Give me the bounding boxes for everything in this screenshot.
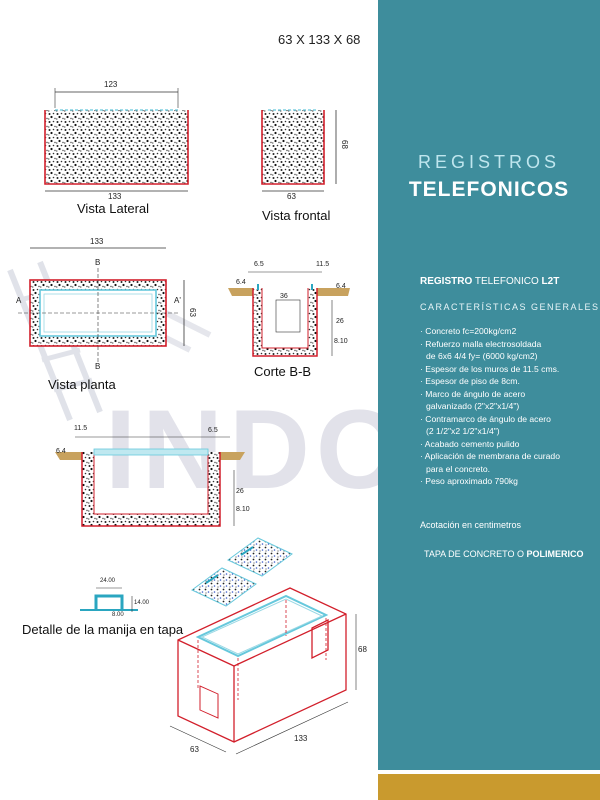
corte-aa-dim-d: 8.10	[236, 506, 250, 513]
feature-item: · Marco de ángulo de acero	[420, 388, 526, 399]
isometrico-drawing	[169, 587, 357, 755]
caracteristicas-heading: CARACTERÍSTICAS GENERALES	[420, 302, 600, 312]
vista-lateral-drawing	[44, 88, 189, 192]
title-line1: REGISTROS	[417, 152, 560, 172]
manija-dim-a: 24.00	[100, 578, 116, 584]
lateral-dim-top: 123	[104, 80, 118, 89]
tapa-note: TAPA DE CONCRETO O POLIMERICO	[424, 549, 584, 559]
planta-mark-a: A	[16, 296, 22, 305]
corte-bb-dim-g: 6.4	[336, 283, 346, 290]
title-line2: TELEFONICOS	[408, 178, 570, 201]
corte-aa-dim-b: 6.5	[208, 427, 218, 434]
feature-item: de 6x6 4/4 fy= (6000 kg/cm2)	[426, 351, 538, 361]
manija-drawing	[80, 587, 138, 612]
frontal-dim-side: 68	[339, 140, 349, 149]
planta-mark-b-bottom: B	[95, 362, 101, 371]
iso-dim-width: 63	[190, 745, 199, 754]
feature-item: para el concreto.	[426, 463, 491, 474]
lateral-dim-bottom: 133	[108, 192, 122, 201]
registro-label: REGISTRO	[420, 276, 473, 287]
corte-aa-dim-e: 6.4	[56, 448, 66, 455]
manija-label: Detalle de la manija en tapa	[22, 622, 184, 637]
planta-mark-a2: A'	[174, 296, 181, 305]
acotacion-note: Acotación en centimetros	[420, 520, 522, 530]
manija-dim-c: 8.00	[112, 612, 124, 618]
technical-drawings	[7, 88, 357, 755]
vista-planta-drawing	[18, 247, 185, 362]
feature-item: · Peso aproximado 790kg	[420, 476, 518, 486]
feature-item: (2 1/2"x2 1/2"x1/4")	[426, 426, 500, 436]
corte-aa-dim-c: 26	[236, 488, 244, 495]
corte-bb-dim-d: 26	[336, 318, 344, 325]
iso-dim-length: 133	[294, 734, 308, 743]
manija-dim-b: 14.00	[134, 600, 150, 606]
tapa-prefix: TAPA DE CONCRETO O	[424, 549, 525, 559]
feature-item: · Contramarco de ángulo de acero	[420, 413, 551, 424]
corte-bb-dim-b: 11.5	[316, 261, 330, 268]
drawings-panel: INDOCE 63 X 133 X 68	[7, 32, 378, 755]
corte-aa-dim-a: 11.5	[74, 425, 88, 432]
features-list: · Concreto fc=200kg/cm2 · Refuerzo malla…	[420, 325, 590, 488]
planta-dim-top: 133	[90, 237, 104, 246]
vista-planta-label: Vista planta	[48, 377, 116, 392]
vista-lateral-label: Vista Lateral	[77, 201, 150, 216]
iso-dim-height: 68	[358, 645, 367, 654]
corte-bb-dim-e: 8.10	[334, 338, 348, 345]
overall-dimensions: 63 X 133 X 68	[278, 32, 361, 47]
feature-item: · Concreto fc=200kg/cm2	[420, 326, 517, 336]
vista-frontal-label: Vista frontal	[262, 208, 331, 223]
feature-item: galvanizado (2"x2"x1/4")	[426, 401, 520, 411]
corte-bb-dim-c: 36	[280, 293, 288, 300]
frontal-dim-bottom: 63	[287, 192, 296, 201]
feature-item: · Refuerzo malla electrosoldada	[420, 338, 542, 349]
feature-item: · Espesor de piso de 8cm.	[420, 376, 520, 386]
tapa-bold: POLIMERICO	[526, 549, 584, 559]
planta-dim-side: 63	[187, 308, 197, 317]
gold-band	[378, 774, 600, 800]
feature-item: · Aplicación de membrana de curado	[420, 451, 560, 461]
info-sidebar: REGISTROS TELEFONICOS REGISTRO TELEFONIC…	[378, 0, 600, 800]
registro-code: L2T	[541, 276, 560, 287]
feature-item: · Espesor de los muros de 11.5 cms.	[420, 363, 560, 374]
corte-aa-drawing	[55, 436, 245, 527]
corte-bb-dim-a: 6.5	[254, 261, 264, 268]
corte-bb-dim-f: 6.4	[236, 279, 246, 286]
vista-frontal-drawing	[261, 109, 337, 192]
registro-rest: TELEFONICO	[474, 276, 539, 287]
white-band	[378, 770, 600, 774]
corte-bb-label: Corte B-B	[254, 364, 312, 379]
registro-heading: REGISTRO TELEFONICO L2T	[420, 276, 559, 287]
tapas-drawing	[191, 537, 293, 607]
feature-item: · Acabado cemento pulido	[420, 438, 520, 449]
corte-bb-drawing	[228, 271, 350, 357]
planta-mark-b-top: B	[95, 258, 101, 267]
